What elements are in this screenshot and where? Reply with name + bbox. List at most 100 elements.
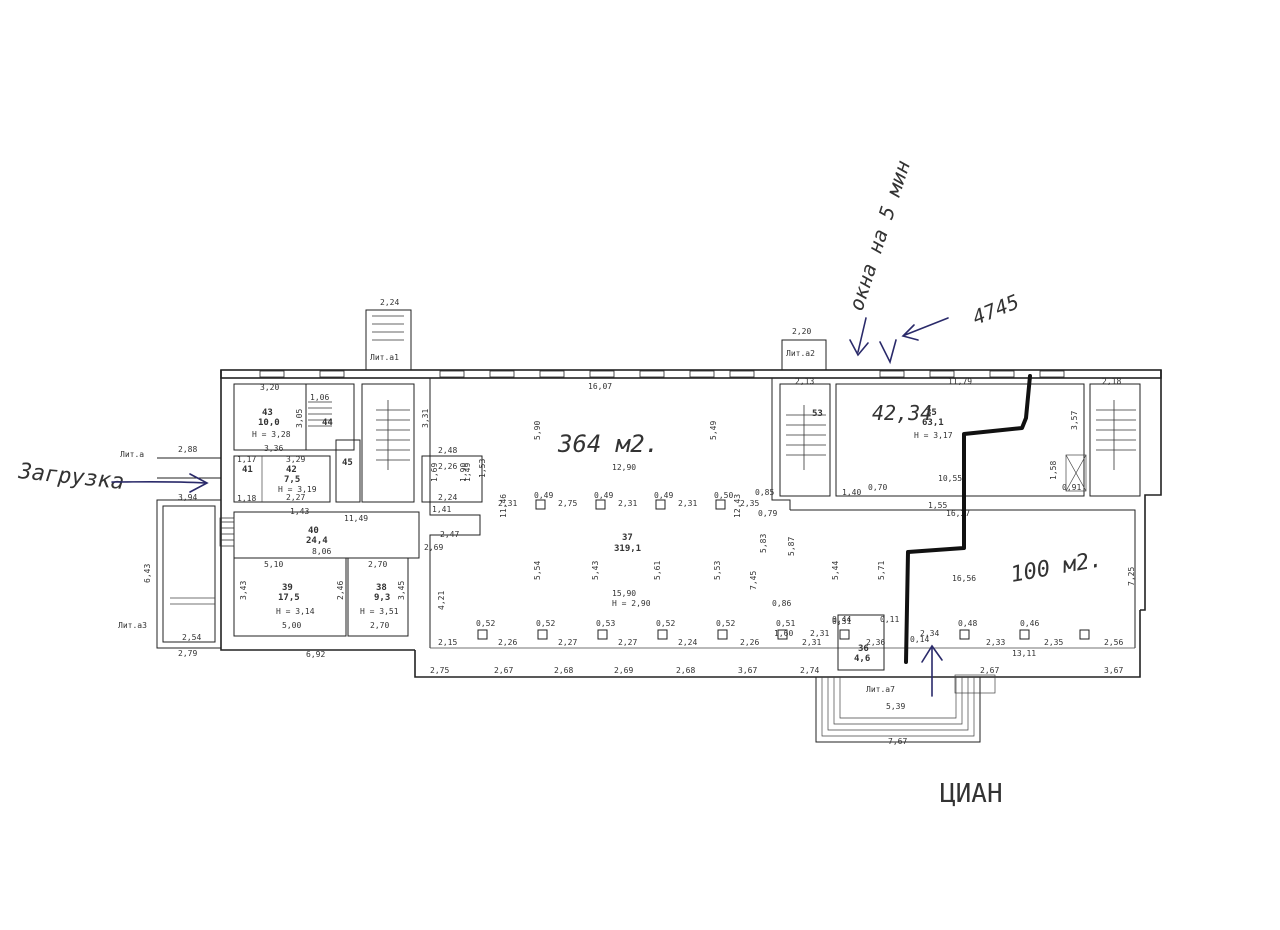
column-bottom-5 xyxy=(777,629,788,640)
dim-top-left-stair: 2,24 xyxy=(380,298,399,307)
bottom-run-dim: 2,74 xyxy=(800,666,819,675)
dim-loading-top: 2,88 xyxy=(178,445,197,454)
annotation-zagruzka: Загрузка xyxy=(16,459,125,495)
annotation-hundred: 100 м2. xyxy=(1009,547,1105,588)
vertical-dim: 1,53 xyxy=(478,459,487,478)
vertical-dim: 5,90 xyxy=(533,421,542,440)
column-bottom-size: 0,52 xyxy=(536,619,555,628)
column-row-top-dim: 2,35 xyxy=(740,499,759,508)
column-row-top-dim: 2,31 xyxy=(618,499,637,508)
dim-mid-bottom: 6,92 xyxy=(306,650,325,659)
small-dim: 0,11 xyxy=(880,615,899,624)
stair-tower-a3 xyxy=(1065,383,1141,497)
column-bottom-size: 0,52 xyxy=(716,619,735,628)
small-dim: 1,43 xyxy=(290,507,309,516)
room-35-num: 35 xyxy=(926,408,937,418)
bottom-run-dim: 2,67 xyxy=(494,666,513,675)
watermark-text: ЦИАН xyxy=(940,779,1003,809)
column-bottom-6 xyxy=(839,629,850,640)
dim-right-upper: 16,37 xyxy=(946,509,970,518)
column-row-bottom-dim: 2,27 xyxy=(618,638,637,647)
dim-room39-bottom: 5,00 xyxy=(282,621,301,630)
outer-walls xyxy=(156,369,1162,678)
dim-big-mid: 15,90 xyxy=(612,589,636,598)
dim-room43-top: 3,20 xyxy=(260,383,279,392)
bottom-run-dim: 2,67 xyxy=(980,666,999,675)
small-room-hall xyxy=(421,455,483,503)
column-bottom-0 xyxy=(477,629,488,640)
vertical-dim: 1,49 xyxy=(463,463,472,482)
vertical-dim: 5,43 xyxy=(591,561,600,580)
dim-top-right-stair: 2,20 xyxy=(792,327,811,336)
dim-room35-lower: 10,55 xyxy=(938,474,962,483)
room-36-num: 36 xyxy=(858,644,869,654)
small-dim: 0,44 xyxy=(832,615,851,624)
column-row-top-dim: 2,75 xyxy=(558,499,577,508)
stair-label-a7: Лит.а7 xyxy=(866,685,895,694)
small-dim: 0,70 xyxy=(868,483,887,492)
room-42-height: H = 3,19 xyxy=(278,485,317,494)
small-dim: 0,14 xyxy=(910,635,929,644)
column-bottom-size: 0,52 xyxy=(656,619,675,628)
bottom-run-dim: 2,75 xyxy=(430,666,449,675)
column-row-bottom-dim: 2,31 xyxy=(802,638,821,647)
column-row-bottom-dim: 2,24 xyxy=(678,638,697,647)
small-dim: 1,18 xyxy=(237,494,256,503)
vertical-dim: 5,54 xyxy=(533,561,542,580)
room-38-height: H = 3,51 xyxy=(360,607,399,616)
vertical-dim: 5,71 xyxy=(877,561,886,580)
left-rooms xyxy=(219,383,420,637)
room-37-num: 37 xyxy=(622,533,633,543)
vertical-dim: 5,61 xyxy=(653,561,662,580)
vertical-dim: 11,46 xyxy=(499,494,508,518)
small-dim: 3,36 xyxy=(264,444,283,453)
room-43-height: H = 3,28 xyxy=(252,430,291,439)
column-top-3 xyxy=(715,499,726,510)
dim-room39-top: 5,10 xyxy=(264,560,283,569)
hall-columns xyxy=(477,499,1090,640)
column-row-bottom-dim: 2,33 xyxy=(986,638,1005,647)
vertical-dim: 2,46 xyxy=(336,581,345,600)
room-36-area: 4,6 xyxy=(854,654,870,664)
dim-bottom-ext: 5,39 xyxy=(886,702,905,711)
dim-left-vert: 6,43 xyxy=(143,564,152,583)
column-bottom-1 xyxy=(537,629,548,640)
stair-tower-a2 xyxy=(779,339,831,497)
vertical-dim: 5,87 xyxy=(787,537,796,556)
room-42-area: 7,5 xyxy=(284,475,300,485)
vertical-dim: 1,90 xyxy=(459,463,468,482)
column-row-bottom-dim: 2,15 xyxy=(438,638,457,647)
dim-left-bottom: 2,79 xyxy=(178,649,197,658)
vertical-dim: 3,43 xyxy=(239,581,248,600)
small-dim: 1,41 xyxy=(432,505,451,514)
v-mark-icon xyxy=(879,339,897,365)
bottom-run-dim: 3,67 xyxy=(738,666,757,675)
column-bottom-9 xyxy=(1079,629,1090,640)
dim-room38-top: 2,70 xyxy=(368,560,387,569)
dim-bottom-ext2: 7,67 xyxy=(888,737,907,746)
main-hall xyxy=(429,378,1136,649)
vertical-dim: 1,58 xyxy=(1049,461,1058,480)
small-dim: 0,79 xyxy=(758,509,777,518)
small-dim: 2,34 xyxy=(920,629,939,638)
room-43-area: 10,0 xyxy=(258,418,280,428)
arrow-down-icon xyxy=(849,317,869,357)
dim-right-low: 13,11 xyxy=(1012,649,1036,658)
vertical-dim: 5,44 xyxy=(831,561,840,580)
small-dim: 1,17 xyxy=(237,455,256,464)
vertical-dim: 3,31 xyxy=(421,409,430,428)
small-dim: 0,31 xyxy=(832,617,851,626)
room-42-num: 42 xyxy=(286,465,297,475)
column-bottom-size: 0,53 xyxy=(596,619,615,628)
dim-big-top-inner: 12,90 xyxy=(612,463,636,472)
room-39-height: H = 3,14 xyxy=(276,607,315,616)
arrow-left-icon xyxy=(901,317,949,341)
arrow-up-icon xyxy=(921,644,943,697)
small-dim: 2,26 xyxy=(438,462,457,471)
small-dim: 1,06 xyxy=(310,393,329,402)
annotation-right-area: 42,34 xyxy=(872,401,932,425)
column-bottom-size: 0,52 xyxy=(476,619,495,628)
column-top-1 xyxy=(595,499,606,510)
